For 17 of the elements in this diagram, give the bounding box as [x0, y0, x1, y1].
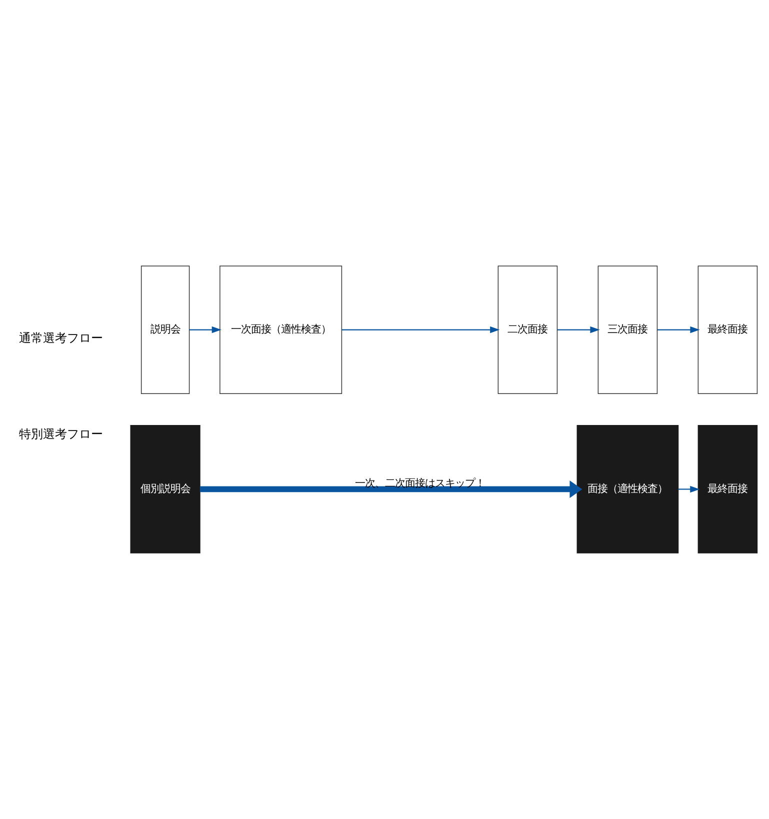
node-box: 最終面接 — [698, 266, 758, 394]
node-box: 個別説明会 — [130, 425, 200, 554]
label: 通常選考フロー — [19, 331, 104, 346]
arrow — [342, 326, 500, 334]
node-box: 一次面接（適性検査） — [220, 266, 342, 394]
node-box: 二次面接 — [498, 266, 558, 394]
node-box: 面接（適性検査） — [576, 425, 679, 554]
label: 特別選考フロー — [19, 427, 104, 442]
arrow — [200, 480, 582, 498]
arrow — [678, 486, 700, 493]
arrow — [557, 326, 600, 334]
edge-label: 一次、二次面接はスキップ！ — [354, 477, 485, 490]
node-box: 最終面接 — [698, 425, 758, 554]
arrow — [189, 326, 222, 334]
node-box: 三次面接 — [598, 266, 658, 394]
node-box: 説明会 — [140, 266, 190, 394]
arrow — [657, 326, 700, 334]
